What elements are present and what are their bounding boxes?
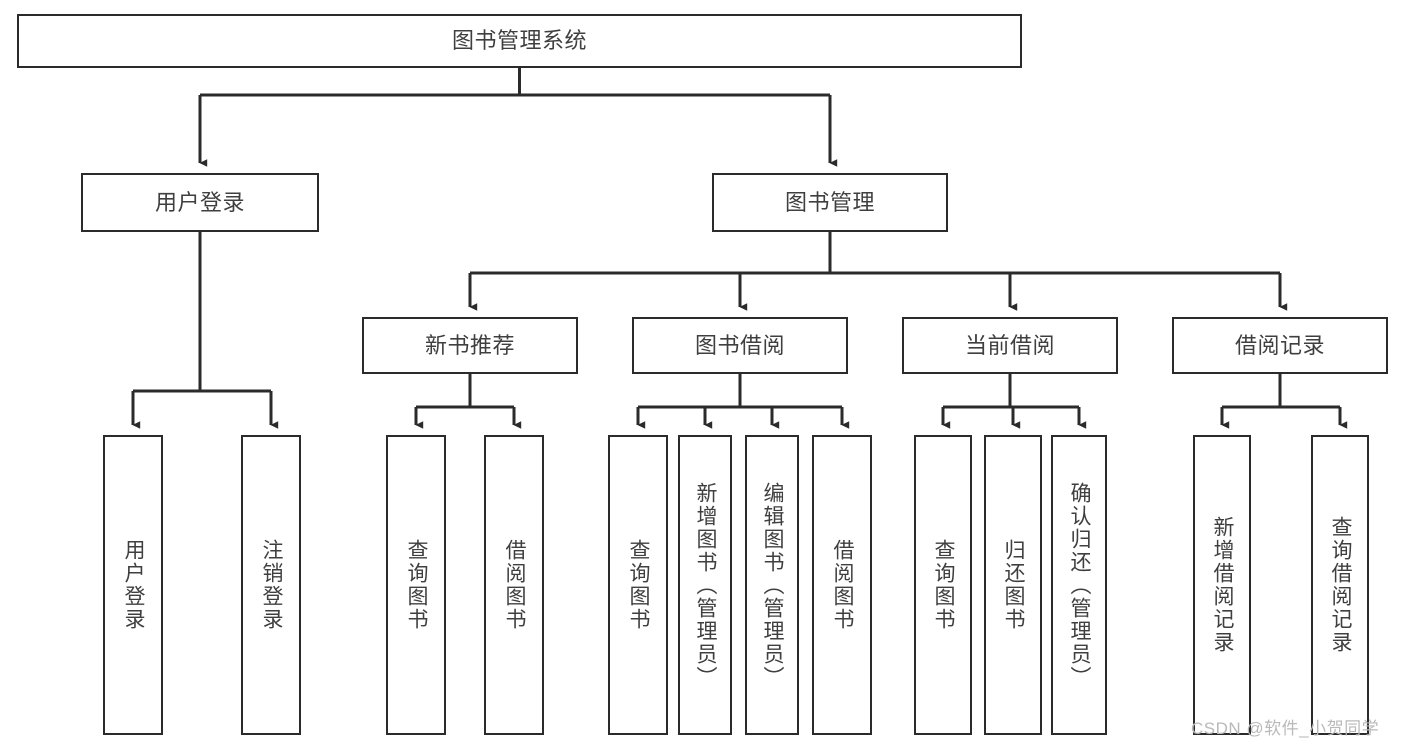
node-new-book-rec[interactable]: 新书推荐 <box>362 317 578 374</box>
node-label-leaf-query-book-2: 查询图书 <box>627 539 651 631</box>
node-leaf-edit-book[interactable]: 编辑图书（管理员） <box>745 435 799 735</box>
node-label-book-borrow: 图书借阅 <box>694 332 785 358</box>
node-leaf-query-record[interactable]: 查询借阅记录 <box>1311 435 1369 735</box>
node-leaf-user-login[interactable]: 用户登录 <box>103 435 163 735</box>
node-label-new-book-rec: 新书推荐 <box>424 332 515 358</box>
node-label-user-login: 用户登录 <box>154 189 245 215</box>
node-leaf-add-book[interactable]: 新增图书（管理员） <box>678 435 732 735</box>
node-leaf-query-book-3[interactable]: 查询图书 <box>914 435 972 735</box>
node-label-leaf-return-book: 归还图书 <box>1002 539 1026 631</box>
node-label-root: 图书管理系统 <box>451 28 587 54</box>
node-label-book-manage: 图书管理 <box>784 189 875 215</box>
node-root[interactable]: 图书管理系统 <box>17 14 1022 68</box>
node-label-leaf-query-record: 查询借阅记录 <box>1329 516 1353 654</box>
node-label-leaf-query-book-1: 查询图书 <box>405 539 429 631</box>
node-leaf-add-record[interactable]: 新增借阅记录 <box>1193 435 1251 735</box>
node-leaf-logout[interactable]: 注销登录 <box>241 435 301 735</box>
node-leaf-return-book[interactable]: 归还图书 <box>984 435 1042 735</box>
node-leaf-borrow-book-2[interactable]: 借阅图书 <box>812 435 872 735</box>
node-borrow-record[interactable]: 借阅记录 <box>1172 317 1388 374</box>
node-label-leaf-query-book-3: 查询图书 <box>932 539 956 631</box>
node-leaf-query-book-1[interactable]: 查询图书 <box>386 435 446 735</box>
node-label-leaf-logout: 注销登录 <box>260 539 284 631</box>
node-label-leaf-edit-book: 编辑图书（管理员） <box>761 481 785 689</box>
node-label-leaf-borrow-book-2: 借阅图书 <box>831 539 855 631</box>
csdn-watermark: CSDN @软件_小贺同学 <box>1191 719 1380 738</box>
node-label-leaf-borrow-book-1: 借阅图书 <box>503 539 527 631</box>
node-book-borrow[interactable]: 图书借阅 <box>632 317 848 374</box>
node-label-leaf-user-login: 用户登录 <box>122 539 146 631</box>
node-label-leaf-add-book: 新增图书（管理员） <box>694 481 718 689</box>
node-label-current-borrow: 当前借阅 <box>964 332 1055 358</box>
node-leaf-query-book-2[interactable]: 查询图书 <box>608 435 668 735</box>
node-label-leaf-confirm-return: 确认归还（管理员） <box>1068 481 1092 689</box>
node-label-borrow-record: 借阅记录 <box>1234 332 1325 358</box>
node-book-manage[interactable]: 图书管理 <box>712 173 948 232</box>
node-current-borrow[interactable]: 当前借阅 <box>902 317 1118 374</box>
node-user-login[interactable]: 用户登录 <box>81 173 319 232</box>
node-label-leaf-add-record: 新增借阅记录 <box>1211 516 1235 654</box>
node-leaf-confirm-return[interactable]: 确认归还（管理员） <box>1051 435 1107 735</box>
node-leaf-borrow-book-1[interactable]: 借阅图书 <box>484 435 544 735</box>
